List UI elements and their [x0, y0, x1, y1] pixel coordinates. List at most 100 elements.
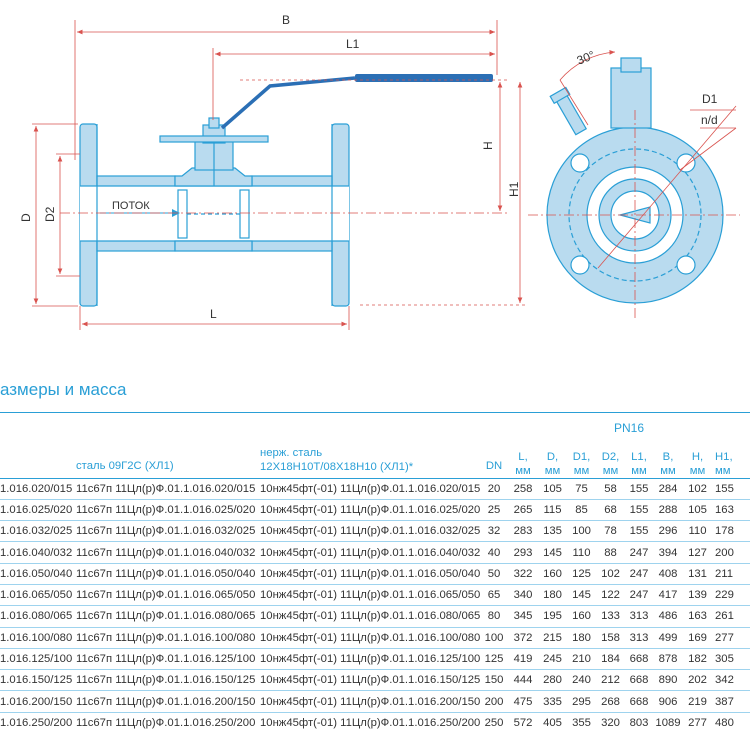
- cell-D1: 85: [567, 498, 596, 521]
- cell-D: 405: [538, 711, 567, 734]
- cell-L: 258: [508, 477, 538, 500]
- cell-stainless-model: 10нж45фт(-01) 11Цл(р)Ф.01.1.016.200/150: [256, 690, 480, 713]
- dim-label-H: H: [481, 141, 495, 150]
- cell-dn: 200: [480, 690, 508, 713]
- cell-stainless-model: 10нж45фт(-01) 11Цл(р)Ф.01.1.016.040/032: [256, 541, 480, 564]
- cell-H1: 200: [712, 541, 750, 564]
- cell-B: 408: [653, 562, 683, 585]
- dimensions-table: PN16 сталь 09Г2С (ХЛ1) нерж. сталь 12Х18…: [0, 412, 750, 734]
- cell-L: 572: [508, 711, 538, 734]
- cell-L: 419: [508, 647, 538, 670]
- cell-dn: 125: [480, 647, 508, 670]
- cell-steel-model: 11с67п 11Цл(р)Ф.01.1.016.065/050: [72, 583, 256, 606]
- cell-code: 1.016.040/032: [0, 541, 72, 564]
- cell-D1: 355: [567, 711, 596, 734]
- cell-H1: 342: [712, 669, 750, 691]
- cell-steel-model: 11с67п 11Цл(р)Ф.01.1.016.200/150: [72, 690, 256, 713]
- cell-D1: 210: [567, 647, 596, 670]
- cell-D: 145: [538, 541, 567, 564]
- cell-steel-model: 11с67п 11Цл(р)Ф.01.1.016.250/200: [72, 711, 256, 734]
- cell-L1: 668: [625, 690, 653, 713]
- cell-stainless-model: 10нж45фт(-01) 11Цл(р)Ф.01.1.016.065/050: [256, 583, 480, 606]
- cell-D: 335: [538, 690, 567, 713]
- cell-D: 135: [538, 520, 567, 542]
- header-stainless: нерж. сталь 12Х18Н10Т/08Х18Н10 (ХЛ1)*: [256, 438, 480, 478]
- cell-code: 1.016.200/150: [0, 690, 72, 713]
- cell-L1: 668: [625, 647, 653, 670]
- cell-D1: 145: [567, 583, 596, 606]
- dim-label-D1: D1: [702, 92, 718, 106]
- cell-L: 322: [508, 562, 538, 585]
- cell-D: 160: [538, 562, 567, 585]
- valve-technical-drawing: ПОТОК B L1 H H1 D D2: [19, 13, 740, 330]
- cell-steel-model: 11с67п 11Цл(р)Ф.01.1.016.125/100: [72, 647, 256, 670]
- cell-D: 245: [538, 647, 567, 670]
- cell-steel-model: 11с67п 11Цл(р)Ф.01.1.016.080/065: [72, 605, 256, 628]
- header-dn: DN: [485, 459, 503, 472]
- cell-D: 115: [538, 498, 567, 521]
- cell-D2: 268: [596, 690, 625, 713]
- cell-code: 1.016.150/125: [0, 669, 72, 691]
- header-D-unit: мм: [544, 464, 561, 477]
- bolt-hole: [676, 153, 696, 173]
- cell-D1: 110: [567, 541, 596, 564]
- cell-stainless-model: 10нж45фт(-01) 11Цл(р)Ф.01.1.016.032/025: [256, 520, 480, 542]
- cell-B: 1089: [653, 711, 683, 734]
- cell-code: 1.016.250/200: [0, 711, 72, 734]
- cell-D2: 78: [596, 520, 625, 542]
- dim-label-nd: n/d: [701, 113, 718, 127]
- cell-H1: 211: [712, 562, 750, 585]
- cell-L1: 155: [625, 520, 653, 542]
- cell-L: 345: [508, 605, 538, 628]
- cell-B: 906: [653, 690, 683, 713]
- bolt-hole: [570, 153, 590, 173]
- cell-L: 283: [508, 520, 538, 542]
- cell-stainless-model: 10нж45фт(-01) 11Цл(р)Ф.01.1.016.025/020: [256, 498, 480, 521]
- header-D2: D2,: [601, 450, 620, 463]
- cell-L: 475: [508, 690, 538, 713]
- cell-L: 265: [508, 498, 538, 521]
- cell-D2: 158: [596, 626, 625, 649]
- cell-H: 202: [683, 669, 712, 691]
- cell-H: 102: [683, 477, 712, 500]
- cell-B: 417: [653, 583, 683, 606]
- cell-code: 1.016.050/040: [0, 562, 72, 585]
- cell-H1: 387: [712, 690, 750, 713]
- cell-D2: 133: [596, 605, 625, 628]
- angle-label: 30°: [575, 48, 597, 68]
- header-D1: D1,: [572, 450, 591, 463]
- dim-label-D: D: [19, 213, 33, 222]
- cell-D1: 125: [567, 562, 596, 585]
- side-view: [79, 117, 350, 307]
- cell-D2: 320: [596, 711, 625, 734]
- cell-D: 105: [538, 477, 567, 500]
- cell-D1: 295: [567, 690, 596, 713]
- cell-H: 139: [683, 583, 712, 606]
- cell-code: 1.016.100/080: [0, 626, 72, 649]
- cell-dn: 40: [480, 541, 508, 564]
- cell-stainless-model: 10нж45фт(-01) 11Цл(р)Ф.01.1.016.050/040: [256, 562, 480, 585]
- header-H1-unit: мм: [715, 464, 731, 477]
- cell-code: 1.016.125/100: [0, 647, 72, 670]
- section-title: азмеры и масса: [0, 380, 127, 399]
- cell-L1: 155: [625, 477, 653, 500]
- cell-B: 284: [653, 477, 683, 500]
- header-stainless-line2: 12Х18Н10Т/08Х18Н10 (ХЛ1)*: [260, 460, 414, 473]
- header-stainless-line1: нерж. сталь: [260, 446, 323, 459]
- cell-L1: 313: [625, 626, 653, 649]
- header-D1-unit: мм: [573, 464, 590, 477]
- cell-L: 293: [508, 541, 538, 564]
- pressure-label: PN16: [508, 412, 750, 438]
- cell-B: 288: [653, 498, 683, 521]
- handle: [220, 74, 493, 130]
- cell-H1: 277: [712, 626, 750, 649]
- cell-dn: 250: [480, 711, 508, 734]
- header-D: D,: [546, 450, 559, 463]
- header-L1: L1,: [631, 450, 647, 463]
